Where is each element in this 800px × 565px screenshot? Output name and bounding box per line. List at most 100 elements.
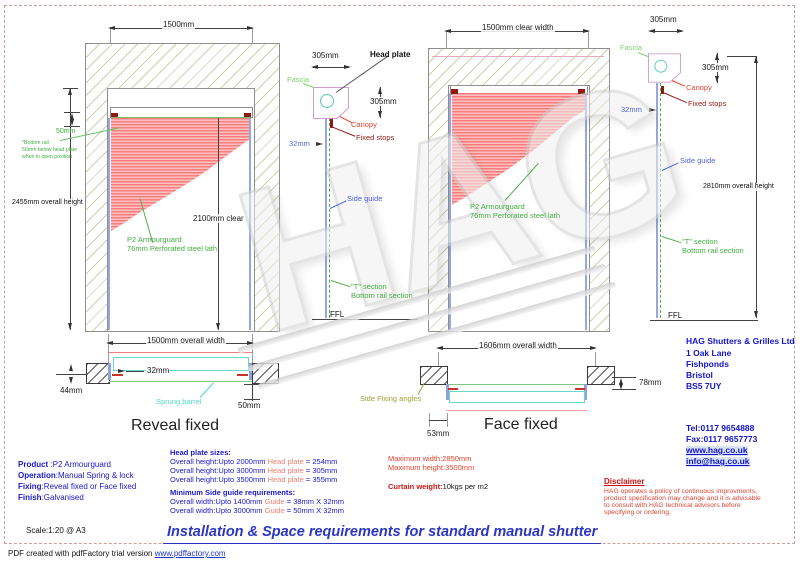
bottom-rail-section-label: Bottom rail section xyxy=(351,291,413,300)
arrow-icon xyxy=(378,111,382,118)
arrow-icon xyxy=(648,29,655,33)
arrow-icon xyxy=(583,29,590,33)
pdf-footer-link[interactable]: www.pdffactory.com xyxy=(154,549,226,558)
arrow-icon xyxy=(69,377,73,384)
company-address-line: BS5 7UY xyxy=(686,381,722,391)
arrow-icon xyxy=(344,65,351,69)
section2-side-guide xyxy=(656,83,658,318)
dim-line xyxy=(56,374,86,375)
row-post: = 254mm xyxy=(303,457,338,466)
face-fixed-stop-right xyxy=(578,89,585,94)
dim-tick xyxy=(64,126,80,127)
reveal-plan-jamb-right xyxy=(252,363,279,384)
face-curtain-label-2: 76mm Perforated steel lath xyxy=(470,211,561,220)
section2-top-dim: 305mm xyxy=(649,15,678,25)
reveal-fixed-stop-left xyxy=(111,113,118,118)
scale-label: Scale:1:20 @ A3 xyxy=(26,526,86,535)
reveal-plan-depth-dim: 44mm xyxy=(59,386,84,396)
reveal-plan-barrel xyxy=(113,357,249,371)
head-plate-profile xyxy=(648,53,681,83)
face-head-plate-line xyxy=(432,56,604,57)
sheet-title: Installation & Space requirements for st… xyxy=(163,524,602,544)
side-guide-label: Side guide xyxy=(347,194,383,203)
disclaimer-line: product specification may change and it … xyxy=(604,495,761,502)
ffl-line xyxy=(650,320,758,321)
product-label: Finish xyxy=(18,493,42,502)
face-side-guide-left xyxy=(449,93,451,330)
side-guide-req-row: Overall width:Upto 3000mm Guide = 50mm X… xyxy=(170,506,345,516)
company-fax: Fax:0117 9657773 xyxy=(686,434,758,444)
face-plan-offset-dim: 53mm xyxy=(426,429,451,439)
arrow-icon xyxy=(311,65,318,69)
extension-line xyxy=(595,352,596,366)
row-mid: Guide xyxy=(264,506,285,515)
row-pre: Overall width:Upto 1400mm xyxy=(170,497,265,506)
arrow-icon xyxy=(436,346,443,350)
dim-line xyxy=(218,118,219,330)
company-email-link[interactable]: info@hag.co.uk xyxy=(686,456,750,467)
dim-tick xyxy=(612,389,636,390)
face-plan-guide-left xyxy=(446,384,449,400)
extension-line xyxy=(446,31,447,49)
row-post: = 305mm xyxy=(303,466,338,475)
side-guide-leader-line xyxy=(329,200,347,209)
side-guide-leader-line xyxy=(661,162,679,171)
reveal-side-guide-right xyxy=(249,118,251,330)
section-side-guide xyxy=(325,118,327,318)
side-guide-label: Side guide xyxy=(680,156,716,165)
dim-line xyxy=(313,67,349,68)
row-mid: Head plate xyxy=(267,475,304,484)
face-fixed-title: Face fixed xyxy=(484,416,558,433)
reveal-curtain-label-1: P2 Armourguard xyxy=(127,235,182,244)
extension-line xyxy=(110,28,111,44)
face-plan-face-line xyxy=(446,384,587,385)
curtain-weight-row: Curtain weight:10kgs per m2 xyxy=(388,482,488,492)
face-plan-jamb-right xyxy=(587,366,615,385)
reveal-fixed-title: Reveal fixed xyxy=(131,417,220,434)
guide-width-dim: 32mm xyxy=(621,105,642,114)
arrow-icon xyxy=(69,364,73,371)
row-post: = 50mm X 32mm xyxy=(284,506,345,515)
arrow-icon xyxy=(715,76,719,83)
row-mid: Guide xyxy=(264,497,285,506)
arrow-icon xyxy=(106,341,113,345)
arrow-icon xyxy=(70,113,74,120)
fixed-stops-leader-line xyxy=(662,92,688,104)
pdf-footer: PDF created with pdfFactory trial versio… xyxy=(8,549,226,558)
arrow-icon xyxy=(754,56,758,63)
section-side-dim: 305mm xyxy=(369,97,398,107)
company-website-link[interactable]: www.hag.co.uk xyxy=(686,445,748,456)
product-label: Operation xyxy=(18,471,56,480)
row-pre: Overall height:Upto 3500mm xyxy=(170,475,268,484)
head-plate-sizes-heading: Head plate sizes: xyxy=(170,448,231,457)
disclaimer-heading: Disclaimer xyxy=(604,477,645,486)
row-mid: Head plate xyxy=(267,457,304,466)
company-address-line: 1 Oak Lane xyxy=(686,348,732,358)
section2-fixed-stop xyxy=(661,86,664,94)
row-pre: Overall height:Upto 3000mm xyxy=(170,466,268,475)
t-section-leader-line xyxy=(330,280,351,288)
face-plan-guide-right xyxy=(584,384,587,400)
reveal-plan-guide-depth-dim: 50mm xyxy=(237,401,262,411)
ffl-line xyxy=(312,319,418,320)
bottom-rail-note-line2: 50mm below head plate xyxy=(22,147,78,153)
arrow-icon xyxy=(619,378,623,385)
section2-side-dim: 305mm xyxy=(701,63,730,73)
arrow-icon xyxy=(649,108,656,112)
disclaimer-line: to consult with HAG technical advisors b… xyxy=(604,502,741,509)
arrow-icon xyxy=(316,142,323,146)
extension-line xyxy=(108,334,109,363)
dim-tick xyxy=(612,377,636,378)
company-address-line: Fishponds xyxy=(686,359,729,369)
arrow-icon xyxy=(754,311,758,318)
arrow-icon xyxy=(247,341,254,345)
row-pre: Overall height:Upto 2000mm xyxy=(170,457,268,466)
face-plan-width-dim: 1606mm overall width xyxy=(478,341,558,351)
arrow-icon xyxy=(619,383,623,390)
reveal-plan-rear-line xyxy=(109,381,252,382)
bottom-rail-note-line3: when in open position xyxy=(22,154,73,160)
product-value: :P2 Armourguard xyxy=(50,460,111,469)
reveal-side-guide-left xyxy=(108,118,110,330)
side-fixing-angles-label: Side Fixing angles xyxy=(360,394,422,403)
